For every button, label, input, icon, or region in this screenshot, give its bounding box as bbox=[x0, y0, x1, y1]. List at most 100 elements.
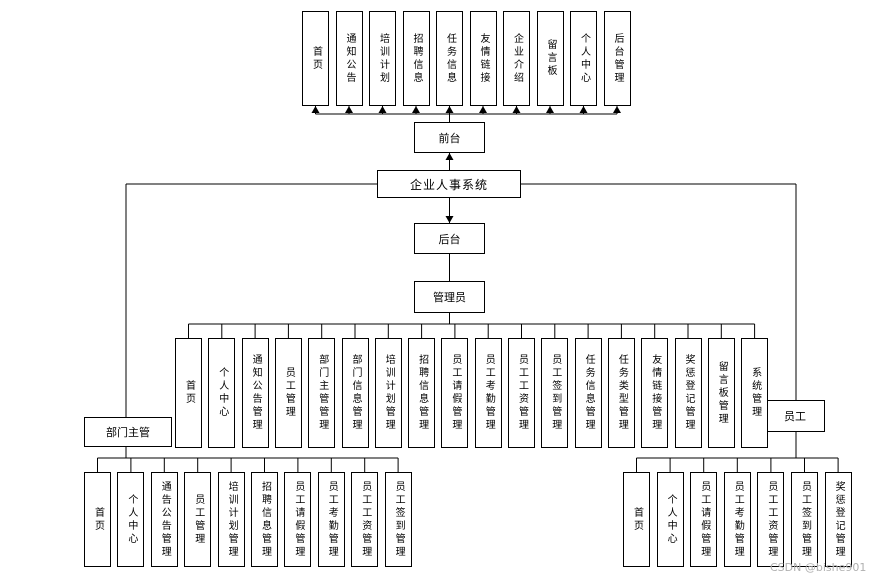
admin-module-label: 员工管理 bbox=[283, 367, 295, 419]
dept-module-label: 员工管理 bbox=[192, 493, 204, 546]
admin-module-box: 系统管理 bbox=[741, 338, 769, 448]
frontend-module-label: 企业介绍 bbox=[511, 32, 523, 85]
admin-module-box: 奖惩登记管理 bbox=[674, 338, 702, 448]
dept-module-label: 员工工资管理 bbox=[359, 480, 371, 559]
dept-module-box: 员工考勤管理 bbox=[317, 472, 345, 567]
employee-module-label: 奖惩登记管理 bbox=[833, 480, 845, 559]
frontend-module-label: 留言板 bbox=[545, 39, 556, 78]
dept-module-label: 通告公告管理 bbox=[159, 480, 171, 559]
admin-module-box: 通知公告管理 bbox=[241, 338, 269, 448]
admin-module-box: 部门主管管理 bbox=[308, 338, 336, 448]
frontend-module-box: 后台管理 bbox=[603, 11, 631, 106]
admin-module-label: 任务类型管理 bbox=[616, 354, 628, 432]
frontend-module-label: 培训计划 bbox=[377, 32, 389, 85]
dept-module-box: 招聘信息管理 bbox=[251, 472, 278, 567]
frontend-module-box: 个人中心 bbox=[570, 11, 597, 106]
employee-module-box: 首页 bbox=[623, 472, 650, 567]
admin-module-box: 员工管理 bbox=[274, 338, 302, 448]
admin-node: 管理员 bbox=[414, 281, 485, 313]
arrow-head bbox=[445, 106, 454, 113]
dept-module-label: 培训计划管理 bbox=[226, 480, 238, 559]
admin-module-box: 员工考勤管理 bbox=[474, 338, 502, 448]
arrow-head bbox=[378, 106, 387, 113]
arrow-head bbox=[579, 106, 588, 113]
employee-module-box: 员工工资管理 bbox=[757, 472, 785, 567]
dept-module-label: 员工请假管理 bbox=[292, 480, 304, 559]
frontend-module-label: 首页 bbox=[310, 45, 322, 72]
root-node: 企业人事系统 bbox=[377, 170, 521, 198]
admin-module-label: 培训计划管理 bbox=[383, 354, 395, 432]
admin-module-box: 友情链接管理 bbox=[641, 338, 669, 448]
frontend-module-box: 培训计划 bbox=[369, 11, 396, 106]
dept-module-box: 首页 bbox=[84, 472, 111, 567]
frontend-module-label: 个人中心 bbox=[578, 32, 590, 85]
frontend-module-label: 招聘信息 bbox=[411, 32, 422, 85]
dept-module-box: 员工签到管理 bbox=[384, 472, 412, 567]
employee-module-label: 个人中心 bbox=[665, 493, 677, 546]
employee-module-label: 员工考勤管理 bbox=[732, 480, 744, 559]
watermark: CSDN @bishe901 bbox=[770, 561, 867, 574]
dept-module-label: 首页 bbox=[92, 506, 104, 533]
arrow-head bbox=[613, 106, 621, 113]
frontend-module-box: 通知公告 bbox=[335, 11, 363, 106]
arrow-head bbox=[512, 106, 521, 113]
arrow-head bbox=[412, 106, 420, 113]
arrow-head bbox=[311, 106, 320, 113]
admin-module-label: 员工工资管理 bbox=[516, 354, 528, 432]
admin-module-label: 留言板管理 bbox=[716, 360, 728, 426]
admin-module-box: 任务信息管理 bbox=[574, 338, 602, 448]
frontend-module-label: 友情链接 bbox=[478, 32, 489, 85]
admin-module-box: 个人中心 bbox=[208, 338, 236, 448]
frontend-module-label: 任务信息 bbox=[444, 32, 456, 85]
employee-module-label: 首页 bbox=[631, 506, 643, 533]
admin-module-box: 首页 bbox=[175, 338, 202, 448]
admin-module-label: 友情链接管理 bbox=[649, 354, 661, 432]
dept-module-label: 招聘信息管理 bbox=[259, 480, 271, 559]
arrow-head bbox=[345, 106, 353, 113]
admin-module-label: 部门信息管理 bbox=[350, 354, 361, 432]
frontend-module-box: 企业介绍 bbox=[503, 11, 530, 106]
frontend-module-label: 后台管理 bbox=[612, 32, 623, 85]
dept-module-box: 员工管理 bbox=[184, 472, 212, 567]
admin-module-box: 员工工资管理 bbox=[508, 338, 535, 448]
backend-node: 后台 bbox=[414, 223, 485, 254]
employee-module-box: 个人中心 bbox=[656, 472, 684, 567]
employee-module-box: 员工签到管理 bbox=[791, 472, 818, 567]
admin-module-label: 招聘信息管理 bbox=[416, 354, 428, 432]
employee-module-label: 员工请假管理 bbox=[698, 480, 710, 559]
admin-module-label: 任务信息管理 bbox=[583, 354, 595, 432]
arrow-head bbox=[445, 216, 454, 223]
admin-module-box: 部门信息管理 bbox=[341, 338, 369, 448]
frontend-node: 前台 bbox=[414, 122, 485, 153]
admin-module-label: 系统管理 bbox=[749, 367, 761, 419]
admin-module-label: 员工请假管理 bbox=[449, 354, 461, 432]
dept-module-label: 个人中心 bbox=[125, 493, 137, 546]
dept-module-label: 员工考勤管理 bbox=[326, 480, 338, 559]
employee-module-label: 员工签到管理 bbox=[799, 480, 811, 559]
admin-module-box: 员工请假管理 bbox=[441, 338, 469, 448]
arrow-head bbox=[546, 106, 554, 113]
dept-module-box: 通告公告管理 bbox=[150, 472, 178, 567]
admin-module-label: 员工考勤管理 bbox=[483, 354, 495, 432]
admin-module-label: 部门主管管理 bbox=[316, 354, 328, 432]
frontend-module-box: 友情链接 bbox=[469, 11, 497, 106]
frontend-module-box: 留言板 bbox=[536, 11, 564, 106]
employee-module-label: 员工工资管理 bbox=[765, 480, 777, 559]
frontend-module-box: 首页 bbox=[302, 11, 329, 106]
employee-node: 员工 bbox=[765, 400, 825, 432]
dept-manager-node: 部门主管 bbox=[84, 417, 172, 447]
employee-module-box: 员工考勤管理 bbox=[723, 472, 751, 567]
admin-module-box: 留言板管理 bbox=[707, 338, 735, 448]
admin-module-box: 任务类型管理 bbox=[607, 338, 635, 448]
frontend-module-box: 招聘信息 bbox=[402, 11, 430, 106]
dept-module-box: 员工请假管理 bbox=[284, 472, 312, 567]
frontend-module-box: 任务信息 bbox=[436, 11, 463, 106]
dept-module-box: 个人中心 bbox=[117, 472, 145, 567]
frontend-module-label: 通知公告 bbox=[344, 32, 355, 85]
arrow-head bbox=[479, 106, 487, 113]
admin-module-label: 个人中心 bbox=[216, 367, 228, 419]
dept-module-box: 员工工资管理 bbox=[351, 472, 379, 567]
admin-module-label: 首页 bbox=[183, 380, 195, 406]
arrow-head bbox=[445, 153, 454, 160]
admin-module-label: 奖惩登记管理 bbox=[683, 354, 694, 432]
